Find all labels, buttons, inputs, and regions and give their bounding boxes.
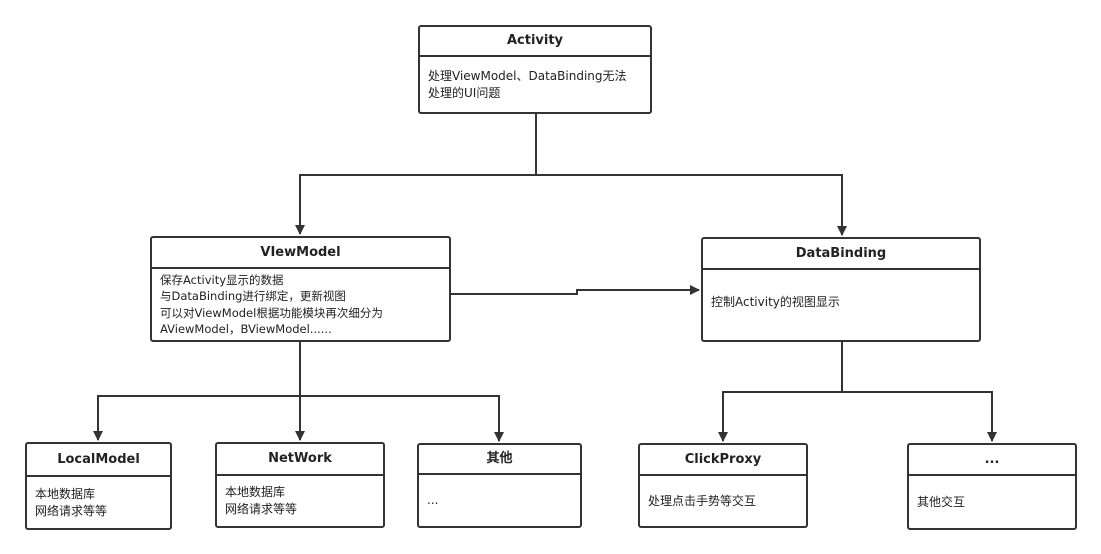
more-node[interactable]: ... 其他交互: [907, 443, 1077, 530]
clickproxy-node[interactable]: ClickProxy 处理点击手势等交互: [638, 443, 808, 528]
network-node[interactable]: NetWork 本地数据库 网络请求等等: [215, 442, 385, 528]
more-node-body: 其他交互: [909, 476, 1075, 528]
databinding-node-line: 控制Activity的视图显示: [711, 294, 840, 309]
activity-node-line: 处理ViewModel、DataBinding无法: [428, 68, 627, 83]
localmodel-node-line: 本地数据库: [35, 486, 96, 501]
more-node-title: ...: [909, 445, 1075, 476]
network-node-line: 本地数据库: [225, 485, 286, 499]
network-node-title: NetWork: [217, 444, 383, 476]
viewmodel-node-title: VIewModel: [152, 238, 449, 269]
edge-viewmodel-to-other: [300, 395, 504, 442]
viewmodel-node[interactable]: VIewModel 保存Activity显示的数据 与DataBinding进行…: [150, 236, 451, 342]
viewmodel-node-line: 与DataBinding进行绑定，更新视图: [160, 289, 346, 303]
localmodel-node[interactable]: LocalModel 本地数据库 网络请求等等: [25, 442, 172, 530]
activity-node-line: 处理的UI问题: [428, 85, 501, 100]
clickproxy-node-body: 处理点击手势等交互: [640, 476, 806, 526]
viewmodel-node-body: 保存Activity显示的数据 与DataBinding进行绑定，更新视图 可以…: [152, 269, 449, 340]
activity-node[interactable]: Activity 处理ViewModel、DataBinding无法 处理的UI…: [418, 25, 652, 114]
clickproxy-node-title: ClickProxy: [640, 445, 806, 476]
localmodel-node-title: LocalModel: [27, 444, 170, 477]
localmodel-node-line: 网络请求等等: [35, 503, 108, 518]
activity-node-title: Activity: [420, 27, 650, 57]
other-node[interactable]: 其他 ...: [417, 443, 582, 528]
other-node-title: 其他: [419, 445, 580, 475]
network-node-body: 本地数据库 网络请求等等: [217, 476, 383, 526]
other-node-line: ...: [427, 493, 439, 507]
edge-activity-to-databinding: [536, 174, 847, 236]
network-node-line: 网络请求等等: [225, 502, 298, 516]
localmodel-node-body: 本地数据库 网络请求等等: [27, 477, 170, 528]
viewmodel-node-line: 保存Activity显示的数据: [160, 272, 284, 287]
other-node-body: ...: [419, 475, 580, 526]
more-node-line: 其他交互: [917, 494, 966, 509]
edge-databinding-to-more: [842, 391, 997, 442]
databinding-node-title: DataBinding: [703, 239, 979, 270]
viewmodel-node-line: AViewModel，BViewModel......: [160, 322, 332, 336]
activity-node-body: 处理ViewModel、DataBinding无法 处理的UI问题: [420, 57, 650, 112]
databinding-node-body: 控制Activity的视图显示: [703, 270, 979, 340]
edge-activity-to-viewmodel: [295, 113, 537, 235]
clickproxy-node-line: 处理点击手势等交互: [648, 493, 757, 508]
databinding-node[interactable]: DataBinding 控制Activity的视图显示: [701, 237, 981, 342]
edge-viewmodel-to-localmodel: [93, 342, 301, 441]
viewmodel-node-line: 可以对ViewModel根据功能模块再次细分为: [160, 305, 383, 320]
edge-databinding-to-clickproxy: [718, 342, 843, 442]
edge-viewmodel-to-databinding: [451, 285, 700, 295]
